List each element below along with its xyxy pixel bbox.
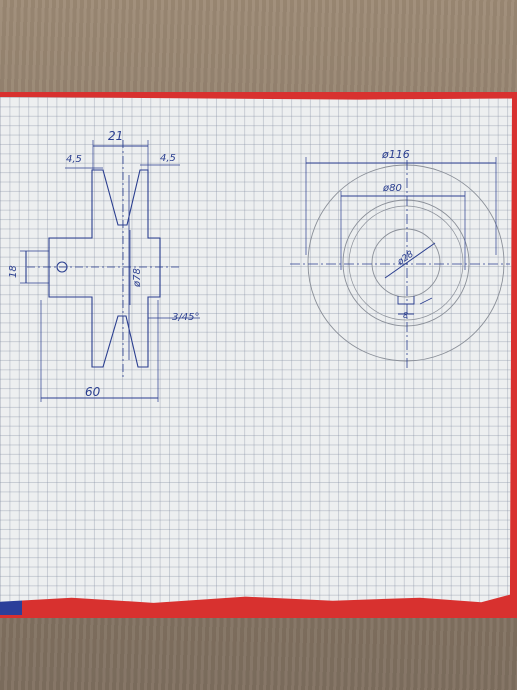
keyway [397, 296, 415, 305]
dim-right-chamfer: 4,5 [160, 153, 176, 164]
side-view [20, 140, 200, 402]
dim-inner-diameter: ø80 [382, 183, 402, 194]
dim-left-chamfer: 4,5 [66, 154, 82, 165]
side-view-labels: 21 4,5 4,5 18 ø78 3/45° 60 [8, 129, 199, 399]
front-view [290, 157, 510, 370]
dim-bore-diameter: ø28 [395, 249, 416, 268]
dim-chamfer-note: 3/45° [172, 312, 199, 323]
dim-top-width: 21 [108, 129, 123, 143]
dim-hub-height: 18 [8, 265, 19, 278]
front-view-labels: ø116 ø80 ø28 8 [381, 148, 416, 320]
side-view-outline [48, 169, 161, 368]
hub-hole [56, 261, 68, 273]
bore-circle [371, 228, 441, 298]
dim-pulley-diameter: ø78 [132, 268, 143, 288]
grid-paper-sheet [0, 97, 512, 603]
outer-circle [307, 164, 505, 362]
middle-circle [348, 205, 464, 321]
dim-outer-diameter: ø116 [381, 148, 410, 161]
inner-circle [342, 199, 470, 327]
dim-overall-length: 60 [85, 385, 101, 399]
dim-keyway-width: 8 [403, 311, 408, 320]
